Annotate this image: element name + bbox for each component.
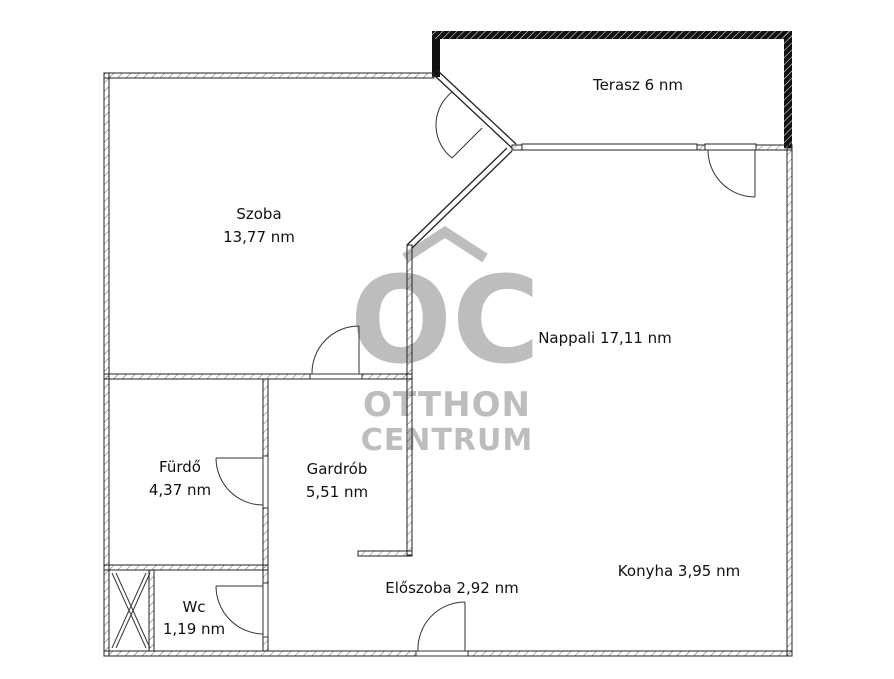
- doors: [215, 91, 756, 657]
- room-area-szoba: 13,77 nm: [223, 228, 295, 246]
- terrace-windows: [521, 143, 757, 151]
- room-label-szoba: Szoba: [236, 205, 281, 223]
- room-label-wc: Wc: [182, 598, 205, 616]
- room-label-konyha: Konyha 3,95 nm: [618, 562, 740, 580]
- room-area-wc: 1,19 nm: [163, 620, 225, 638]
- room-label-terasz: Terasz 6 nm: [592, 76, 683, 94]
- room-label-nappali: Nappali 17,11 nm: [538, 329, 672, 347]
- room-label-eloszoba: Előszoba 2,92 nm: [385, 579, 518, 597]
- svg-text:OC: OC: [350, 252, 540, 391]
- watermark-logo: OC OTTHON CENTRUM: [350, 226, 540, 458]
- terrace-walls: [432, 31, 792, 148]
- room-area-furdo: 4,37 nm: [149, 481, 211, 499]
- room-label-gardrob: Gardrób: [307, 460, 368, 478]
- room-label-furdo: Fürdő: [159, 458, 201, 476]
- shaft-cross: [111, 572, 151, 649]
- svg-text:CENTRUM: CENTRUM: [361, 423, 533, 458]
- diagonal-walls: [406, 69, 517, 249]
- svg-text:OTTHON: OTTHON: [363, 385, 531, 425]
- room-area-gardrob: 5,51 nm: [306, 483, 368, 501]
